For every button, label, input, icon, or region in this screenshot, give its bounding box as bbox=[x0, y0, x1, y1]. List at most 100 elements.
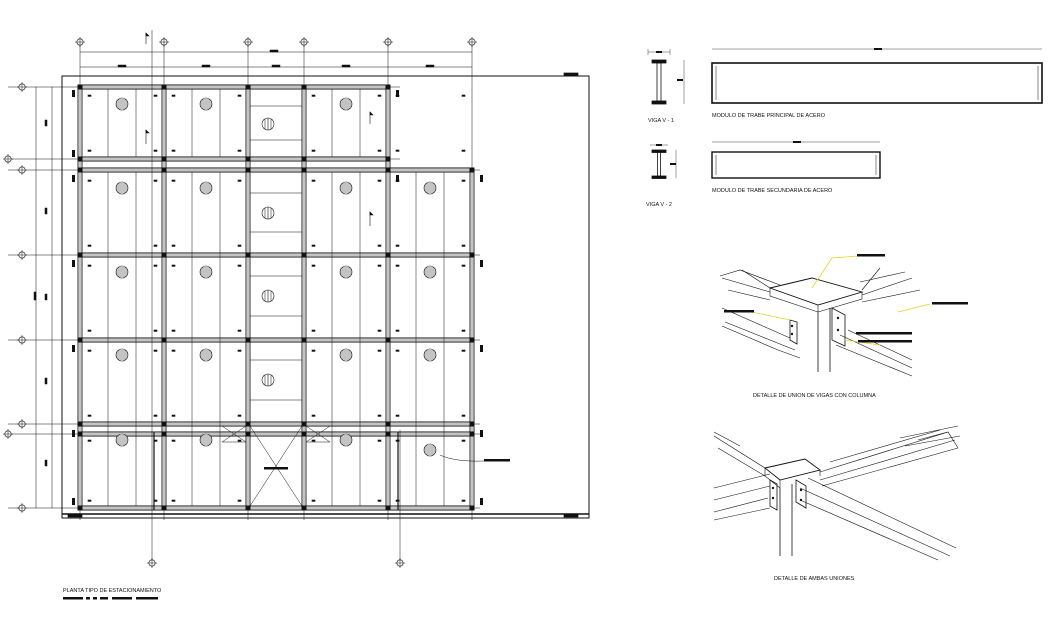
hatched-circle-icon bbox=[115, 265, 129, 279]
joist-connector-mark bbox=[153, 179, 158, 182]
column-markers bbox=[72, 84, 483, 511]
column-marker bbox=[301, 431, 307, 437]
grid-bubble-icon bbox=[17, 165, 27, 175]
joist-connector-mark bbox=[171, 149, 176, 152]
joist-connector-mark bbox=[153, 94, 158, 97]
joist-connector-mark bbox=[377, 264, 382, 267]
secondary-beam-module-label: MODULO DE TRABE SECUNDARIA DE ACERO bbox=[712, 188, 833, 194]
main-beam-elevation bbox=[711, 48, 1043, 104]
joist-connector-mark bbox=[461, 349, 466, 352]
column-marker bbox=[385, 505, 391, 511]
slab-edge-mark bbox=[396, 90, 399, 97]
slab-edge-mark bbox=[72, 175, 75, 182]
slab-edge-mark bbox=[480, 430, 483, 437]
grid-bubble-icon bbox=[17, 335, 27, 345]
joist-connector-mark bbox=[377, 499, 382, 502]
grid-bubble-icon bbox=[17, 419, 27, 429]
joist-connector-mark bbox=[171, 439, 176, 442]
column-marker bbox=[245, 431, 251, 437]
plan-scale-bar bbox=[63, 597, 158, 600]
joist-connector-mark bbox=[153, 264, 158, 267]
joist-connector-mark bbox=[377, 149, 382, 152]
slab-edge-mark bbox=[480, 498, 483, 505]
column-marker bbox=[77, 421, 83, 427]
grid-bubble-icon bbox=[17, 82, 27, 92]
detail-both-unions-label: DETALLE DE AMBAS UNIONES bbox=[774, 576, 855, 582]
main-beams bbox=[77, 84, 475, 511]
joist-connector-mark bbox=[237, 179, 242, 182]
grid-bubble-icon bbox=[383, 37, 393, 47]
joist-connector-mark bbox=[237, 414, 242, 417]
grid-lines bbox=[8, 30, 480, 565]
column-marker bbox=[77, 84, 83, 90]
detail-both-unions bbox=[713, 425, 961, 561]
column-marker bbox=[77, 167, 83, 173]
column-marker bbox=[245, 337, 251, 343]
column-marker bbox=[385, 84, 391, 90]
column-marker bbox=[385, 337, 391, 343]
joist-connector-mark bbox=[171, 414, 176, 417]
joist-connector-mark bbox=[171, 179, 176, 182]
joist-connector-mark bbox=[87, 149, 92, 152]
deck-holes bbox=[87, 94, 466, 502]
joist-connector-mark bbox=[237, 439, 242, 442]
detail-beam-column-label: DETALLE DE UNION DE VIGAS CON COLUMNA bbox=[753, 393, 876, 399]
main-beam-module-label: MODULO DE TRABE PRINCIPAL DE ACERO bbox=[712, 113, 826, 119]
column-marker bbox=[301, 337, 307, 343]
slab-edge-mark bbox=[72, 150, 75, 157]
hatched-circle-icon bbox=[199, 181, 213, 195]
joist-connector-mark bbox=[237, 349, 242, 352]
column-marker bbox=[161, 167, 167, 173]
joist-connector-mark bbox=[311, 439, 316, 442]
hatched-circle-icon bbox=[261, 206, 275, 220]
joist-connector-mark bbox=[87, 414, 92, 417]
column-marker bbox=[245, 421, 251, 427]
hatched-circle-icon bbox=[261, 289, 275, 303]
beam-v2-label: VIGA V - 2 bbox=[646, 202, 672, 208]
slab-edge-mark bbox=[72, 260, 75, 267]
column-marker bbox=[77, 156, 83, 162]
hatched-circle-icon bbox=[199, 433, 213, 447]
joist-connector-mark bbox=[87, 329, 92, 332]
joist-connector-mark bbox=[461, 499, 466, 502]
joist-connector-mark bbox=[395, 149, 400, 152]
grid-bubble-icon bbox=[159, 37, 169, 47]
joist-connector-mark bbox=[237, 94, 242, 97]
grid-bubble-icon bbox=[3, 154, 13, 164]
beam-v1-section-icon bbox=[647, 49, 685, 105]
slab-edge-mark bbox=[480, 175, 483, 182]
hatched-circle-icon bbox=[339, 181, 353, 195]
joist-connector-mark bbox=[237, 329, 242, 332]
hatched-circle-icon bbox=[339, 433, 353, 447]
joist-connector-mark bbox=[377, 414, 382, 417]
column-marker bbox=[469, 337, 475, 343]
grid-bubbles bbox=[3, 37, 477, 568]
column-marker bbox=[77, 252, 83, 258]
column-marker bbox=[301, 84, 307, 90]
joist-connector-mark bbox=[237, 149, 242, 152]
hatched-circle-icon bbox=[423, 443, 437, 457]
column-marker bbox=[161, 421, 167, 427]
joist-connector-mark bbox=[87, 439, 92, 442]
joist-connector-mark bbox=[395, 94, 400, 97]
slab-edge-mark bbox=[480, 345, 483, 352]
joist-connector-mark bbox=[461, 414, 466, 417]
parking-floor-plan bbox=[3, 30, 590, 568]
joist-connector-mark bbox=[87, 94, 92, 97]
slab-edge-mark bbox=[396, 175, 399, 182]
joist-connector-mark bbox=[461, 264, 466, 267]
column-marker bbox=[77, 337, 83, 343]
section-arrows bbox=[145, 32, 374, 226]
hatched-circle-icon bbox=[261, 117, 275, 131]
beam-marks bbox=[264, 459, 510, 470]
column-marker bbox=[469, 252, 475, 258]
grid-bubble-icon bbox=[147, 558, 157, 568]
column-marker bbox=[245, 84, 251, 90]
joist-connector-mark bbox=[311, 149, 316, 152]
joist-connector-mark bbox=[311, 349, 316, 352]
joist-connector-mark bbox=[395, 329, 400, 332]
detail-beam-column-connection bbox=[719, 254, 968, 377]
hatched-circle-icon bbox=[115, 181, 129, 195]
joist-connector-mark bbox=[171, 244, 176, 247]
